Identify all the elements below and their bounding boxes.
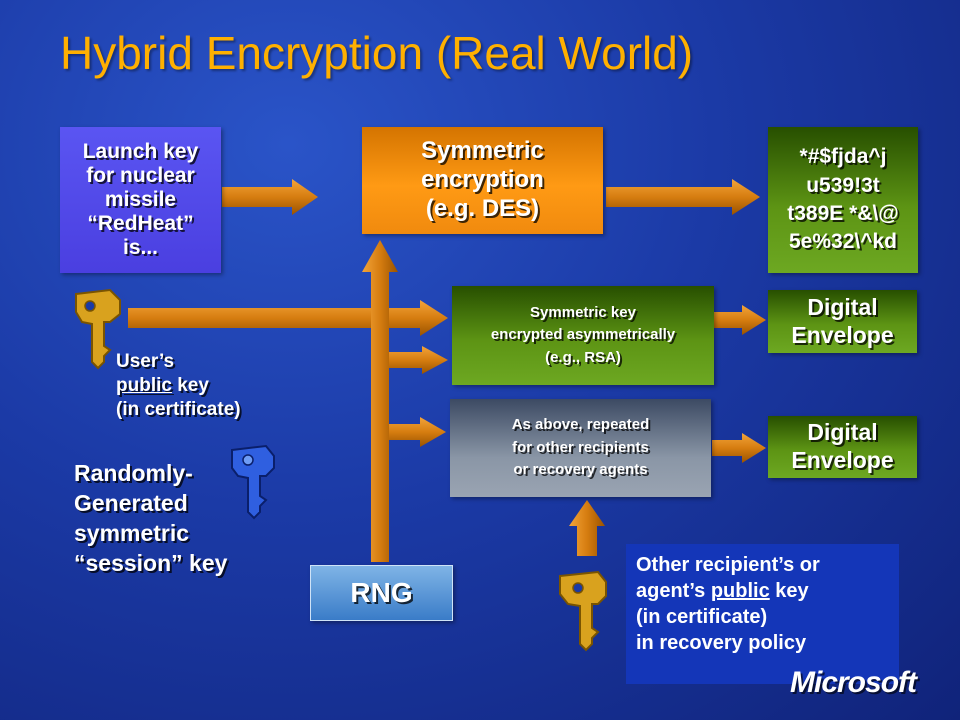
- user-key-line: public key: [116, 374, 241, 398]
- symmetric-line: encryption: [421, 166, 544, 194]
- other-key-line: (in certificate): [636, 606, 768, 628]
- arrow-public-key-to-symkey: [128, 300, 448, 336]
- session-key-line: Generated: [74, 489, 188, 516]
- plaintext-line: “RedHeat”: [87, 212, 194, 236]
- repeat-box: As above, repeated for other recipients …: [450, 399, 711, 497]
- symmetric-key-encrypted-box: Symmetric key encrypted asymmetrically (…: [452, 286, 714, 385]
- other-key-line: agent’s public key: [636, 578, 889, 604]
- plaintext-box: Launch key for nuclear missile “RedHeat”…: [60, 127, 221, 273]
- envelope-line: Envelope: [791, 447, 894, 473]
- envelope-line: Digital: [807, 419, 878, 446]
- ciphertext-box: *#$fjda^j u539!3t t389E *&\@ 5e%32\^kd: [768, 127, 918, 273]
- key-gold-icon-other: [559, 570, 607, 652]
- rng-box: RNG: [310, 565, 453, 621]
- rng-label: RNG: [350, 577, 413, 608]
- ciphertext-line: t389E *&\@: [787, 202, 899, 225]
- digital-envelope-box: Digital Envelope: [768, 290, 917, 353]
- ciphertext-line: u539!3t: [806, 173, 880, 197]
- plaintext-line: is...: [122, 236, 159, 260]
- other-recipient-key-box: Other recipient’s or agent’s public key …: [626, 544, 899, 684]
- repeat-line: for other recipients: [512, 438, 649, 456]
- arrow-launch-to-symmetric: [222, 179, 318, 215]
- arrow-other-key-to-repeat: [569, 500, 605, 556]
- user-key-line: (in certificate): [116, 398, 241, 420]
- symkey-line: Symmetric key: [530, 303, 636, 321]
- arrow-rng-to-symkey: [389, 346, 448, 374]
- symmetric-line: Symmetric: [421, 137, 544, 165]
- plaintext-line: missile: [104, 187, 177, 211]
- arrow-symmetric-to-cipher: [606, 179, 760, 215]
- symkey-line: (e.g., RSA): [545, 348, 621, 366]
- session-key-line: symmetric: [74, 519, 190, 546]
- public-word: public: [710, 580, 770, 602]
- repeat-line: As above, repeated: [511, 416, 650, 434]
- arrow-repeat-to-envelope: [712, 433, 766, 463]
- symkey-line: encrypted asymmetrically: [490, 326, 676, 344]
- symmetric-line: (e.g. DES): [425, 194, 540, 222]
- key-word: key: [769, 580, 809, 602]
- envelope-line: Envelope: [791, 321, 894, 348]
- session-key-line: “session” key: [74, 549, 228, 576]
- key-word: key: [171, 374, 209, 396]
- other-key-line: Other recipient’s or: [636, 554, 820, 576]
- session-key-line: Randomly-: [74, 460, 193, 486]
- arrow-rng-to-symmetric: [362, 240, 398, 562]
- plaintext-line: for nuclear: [86, 163, 195, 187]
- arrow-symkey-to-envelope: [714, 305, 766, 335]
- page-title: Hybrid Encryption (Real World): [60, 27, 694, 79]
- repeat-line: or recovery agents: [513, 461, 648, 479]
- symmetric-encryption-box: Symmetric encryption (e.g. DES): [362, 127, 603, 234]
- public-word: public: [116, 374, 172, 396]
- session-key-label: Randomly- Generated symmetric “session” …: [74, 459, 227, 579]
- arrow-rng-to-repeat: [389, 417, 446, 447]
- ciphertext-line: *#$fjda^j: [799, 145, 887, 169]
- user-key-line: User’s: [116, 351, 175, 372]
- user-public-key-label: User’s public key (in certificate): [116, 350, 241, 421]
- microsoft-logo: Microsoft: [790, 666, 917, 699]
- ciphertext-line: 5e%32\^kd: [789, 230, 897, 254]
- plaintext-line: Launch key: [82, 139, 199, 163]
- key-blue-icon: [231, 444, 275, 520]
- agent-word: agent’s: [636, 580, 711, 602]
- digital-envelope-box-2: Digital Envelope: [768, 416, 917, 478]
- envelope-line: Digital: [807, 293, 878, 320]
- other-key-line: in recovery policy: [636, 632, 807, 654]
- key-gold-icon: [75, 288, 121, 370]
